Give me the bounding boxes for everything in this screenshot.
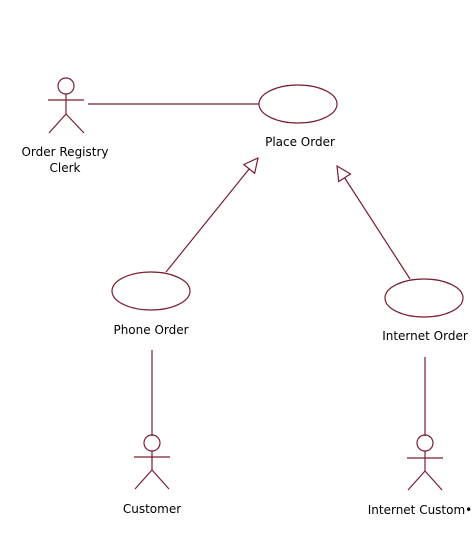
use-case-label: Place Order — [265, 135, 335, 149]
generalization-phone-to-place — [165, 158, 258, 273]
actor-customer[interactable]: Customer — [123, 434, 181, 516]
relationships — [88, 103, 426, 436]
actor-label-line1: Order Registry — [21, 145, 108, 159]
actor-label-line2: Clerk — [50, 161, 81, 175]
stick-figure-icon — [48, 77, 85, 134]
actor-internet-customer[interactable]: Internet Custom• — [368, 434, 473, 517]
use-case-ellipse — [111, 271, 191, 311]
use-case-label: Phone Order — [113, 323, 188, 337]
use-case-label: Internet Order — [382, 329, 468, 343]
generalization-internet-to-place — [337, 166, 411, 280]
stick-figure-icon — [134, 434, 170, 490]
use-case-phone-order[interactable]: Phone Order — [111, 271, 191, 337]
use-case-ellipse — [384, 278, 464, 318]
actor-label: Customer — [123, 502, 181, 516]
actor-label: Internet Custom• — [368, 503, 473, 517]
use-case-internet-order[interactable]: Internet Order — [382, 278, 468, 343]
actor-order-registry-clerk[interactable]: Order Registry Clerk — [21, 77, 109, 175]
use-case-place-order[interactable]: Place Order — [258, 84, 338, 149]
stick-figure-icon — [407, 434, 443, 491]
use-case-ellipse — [258, 84, 338, 124]
